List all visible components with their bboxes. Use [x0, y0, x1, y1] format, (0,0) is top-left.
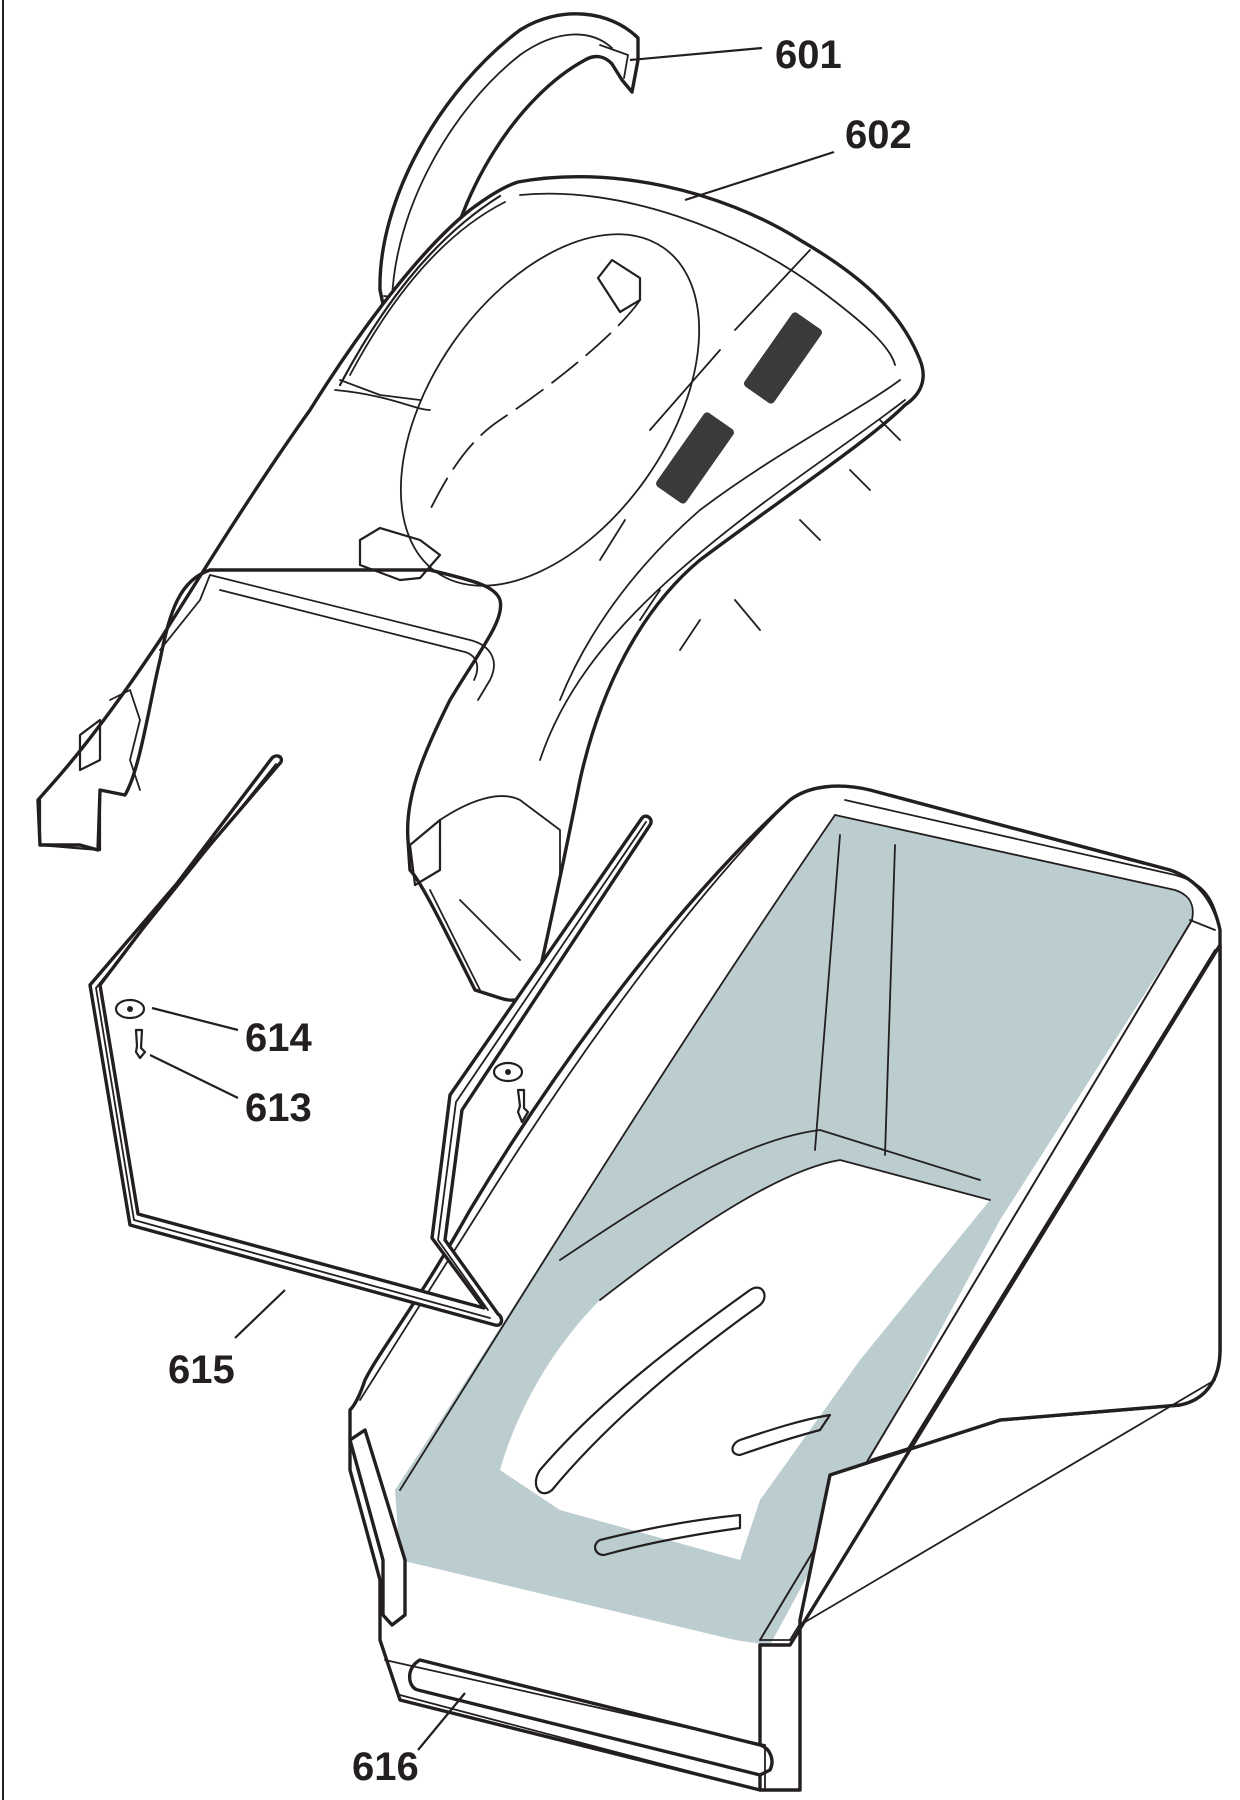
leader-615 [234, 1289, 286, 1339]
bag-top-cover-602 [36, 175, 925, 1002]
leader-601 [629, 46, 763, 62]
callout-602: 602 [845, 113, 912, 157]
callout-601: 601 [775, 33, 842, 77]
leader-614 [151, 1006, 239, 1032]
callout-613: 613 [245, 1086, 312, 1130]
vent-grille-right [744, 312, 822, 404]
callout-616: 616 [352, 1745, 419, 1789]
callout-labels: 601 602 614 613 615 616 [168, 33, 912, 1789]
callout-615: 615 [168, 1348, 235, 1392]
leader-lines [149, 46, 835, 1751]
vent-grille-left [656, 412, 734, 504]
washer-614 [114, 998, 524, 1083]
leader-616 [417, 1692, 466, 1751]
wire-frame-615 [88, 754, 653, 1327]
leader-602 [684, 150, 835, 202]
callout-614: 614 [245, 1016, 312, 1060]
screw-613 [134, 1028, 530, 1124]
leader-613 [149, 1054, 239, 1099]
grass-collector-bag [348, 784, 1222, 1792]
